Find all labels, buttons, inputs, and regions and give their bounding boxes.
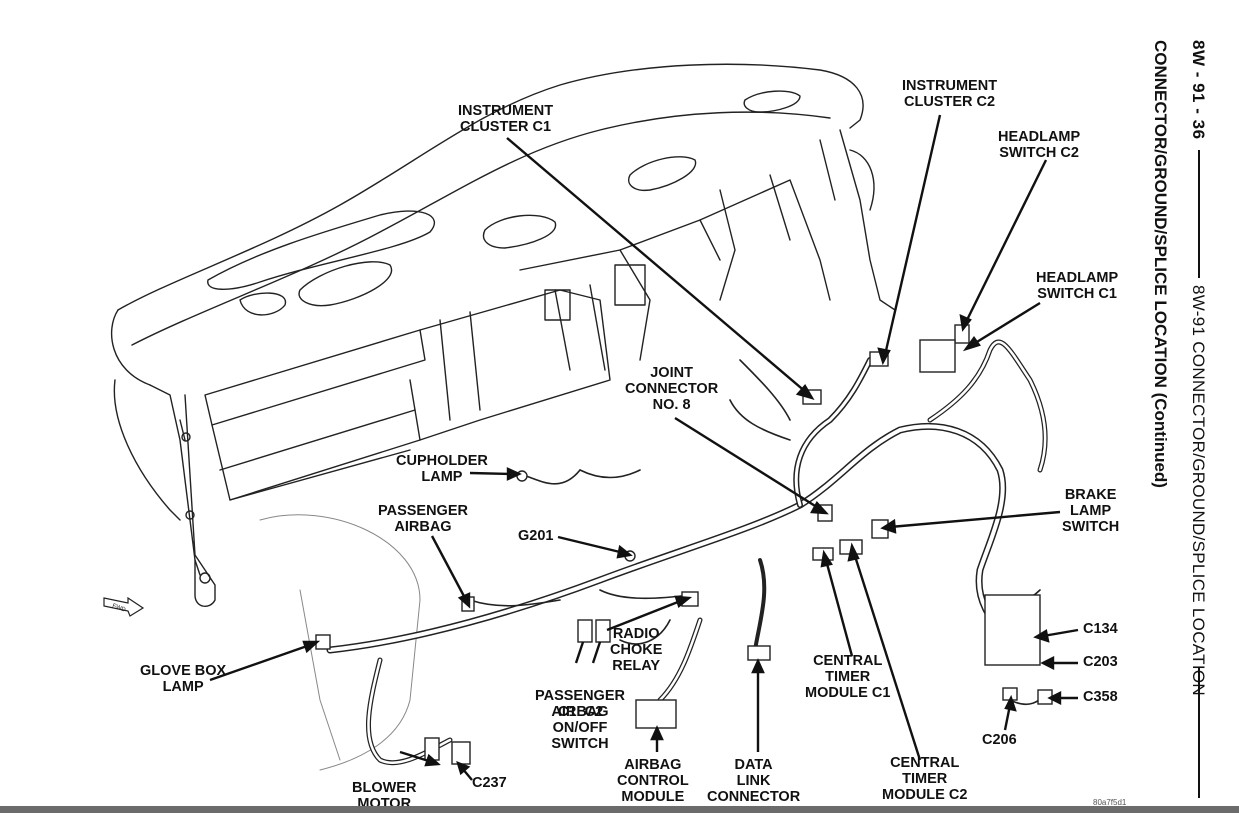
- connector-headlamp-c1: [919, 339, 956, 373]
- header-rule-top: [1198, 150, 1200, 278]
- connector-c134: [984, 594, 1041, 666]
- instrument-panel-drawing: [111, 63, 896, 771]
- label-c134: C134: [1083, 621, 1118, 637]
- label-instrument-cluster-c1: INSTRUMENT CLUSTER C1: [458, 103, 554, 135]
- label-central-timer-c2: CENTRAL TIMER MODULE C2: [882, 755, 968, 803]
- label-passenger-airbag-switch: PASSENGER AIRBAG ON/OFF SWITCH: [535, 688, 625, 752]
- wiring-harness: [326, 339, 1048, 766]
- label-cupholder-lamp: CUPHOLDER LAMP: [396, 453, 488, 485]
- label-instrument-cluster-c2: INSTRUMENT CLUSTER C2: [902, 78, 998, 110]
- label-passenger-airbag: PASSENGER AIRBAG: [378, 503, 468, 535]
- label-headlamp-switch-c1: HEADLAMP SWITCH C1: [1036, 270, 1119, 302]
- page-ref: 8W - 91 - 36: [1189, 40, 1208, 140]
- label-joint-connector-8: JOINT CONNECTOR NO. 8: [625, 365, 719, 413]
- connector-c1: [577, 619, 593, 643]
- connector-blower: [424, 737, 440, 761]
- subtitle: CONNECTOR/GROUND/SPLICE LOCATION (Contin…: [1151, 40, 1170, 488]
- connector-airbag-module: [635, 699, 677, 729]
- label-c358: C358: [1083, 689, 1118, 705]
- fwd-text: FWD: [111, 603, 127, 614]
- connector-c237: [451, 741, 471, 765]
- header-rule-bottom: [1198, 668, 1200, 798]
- label-glove-box-lamp: GLOVE BOX LAMP: [140, 663, 227, 695]
- label-brake-lamp-switch: BRAKE LAMP SWITCH: [1062, 487, 1120, 535]
- connector-data-link: [747, 645, 771, 661]
- label-c237: C237: [472, 775, 507, 791]
- label-radio-choke-relay: RADIO CHOKE RELAY: [610, 626, 663, 674]
- connector-c2: [595, 619, 611, 643]
- label-airbag-control-module: AIRBAG CONTROL MODULE: [617, 757, 689, 805]
- label-data-link-connector: DATA LINK CONNECTOR: [707, 757, 801, 805]
- label-c203: C203: [1083, 654, 1118, 670]
- label-c206: C206: [982, 732, 1017, 748]
- label-c1-c2: C1 C2: [558, 704, 604, 720]
- bottom-scrollbar: [0, 806, 1239, 813]
- label-g201: G201: [518, 528, 554, 544]
- label-headlamp-switch-c2: HEADLAMP SWITCH C2: [998, 129, 1081, 161]
- leader-lines: [209, 114, 1079, 781]
- figure-id: 80a7f5d1: [1093, 798, 1127, 807]
- label-central-timer-c1: CENTRAL TIMER MODULE C1: [805, 653, 891, 701]
- section-title: 8W-91 CONNECTOR/GROUND/SPLICE LOCATION: [1189, 285, 1208, 696]
- fwd-arrow: FWD: [103, 596, 145, 617]
